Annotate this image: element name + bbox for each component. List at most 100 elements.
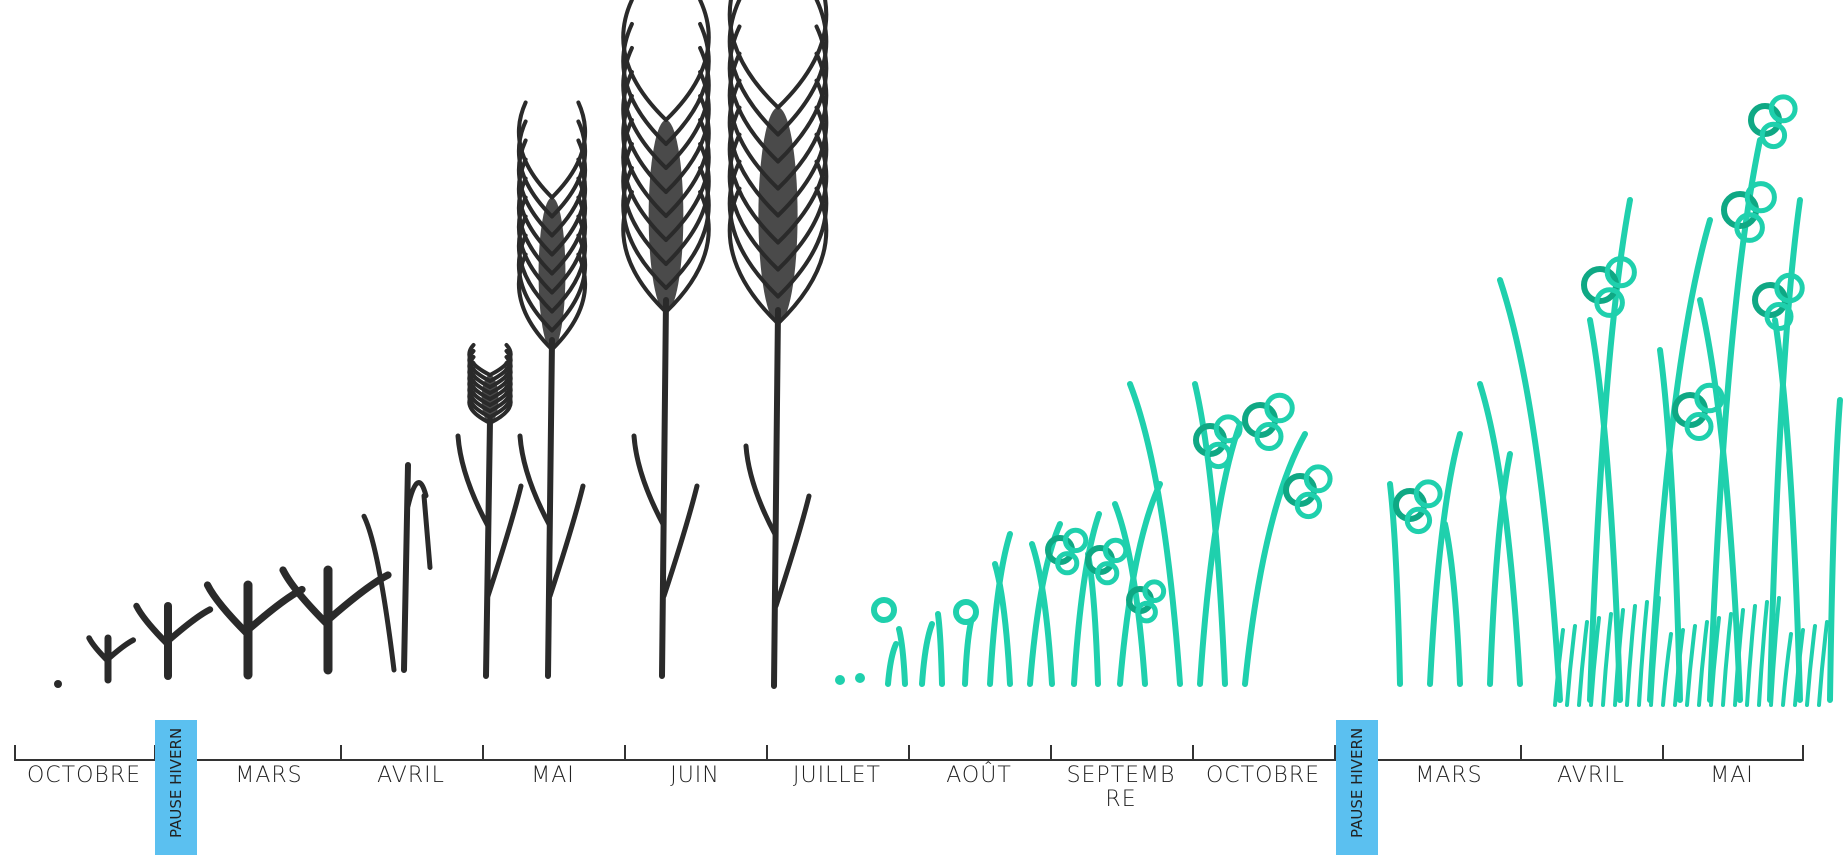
wheat-ear — [727, 0, 829, 326]
wheat-leaf — [455, 433, 491, 529]
wheat-plants — [54, 0, 829, 689]
grass-blade — [1697, 297, 1743, 703]
wheat-awn — [550, 252, 588, 352]
grass-blade — [919, 621, 935, 687]
wheat-seedling — [279, 565, 392, 675]
tick — [1334, 745, 1336, 761]
wheat-awn — [488, 391, 513, 425]
tick — [482, 745, 484, 761]
sprout-leaf — [953, 599, 979, 625]
wheat-leaf — [203, 581, 252, 639]
tick — [1662, 745, 1664, 761]
flower-petal — [1734, 212, 1765, 243]
flower-petal — [1254, 422, 1284, 451]
wheat-plant — [743, 307, 812, 689]
wheat-grain-head — [758, 107, 798, 324]
grass-blade — [1192, 381, 1228, 687]
clover-flower — [1085, 537, 1129, 586]
wheat-leaf — [164, 606, 214, 645]
flower-petal — [1303, 464, 1333, 494]
grass-blade — [1442, 521, 1463, 687]
clover-flower — [1393, 479, 1443, 535]
flower-petal — [1774, 272, 1805, 304]
wheat-plant — [517, 337, 586, 679]
grass-blade — [1029, 541, 1055, 687]
grass-blade — [1709, 616, 1721, 707]
grass-blade — [1242, 431, 1308, 687]
flower-petal — [1413, 479, 1443, 509]
grass-blade — [1427, 431, 1463, 687]
tick — [766, 745, 768, 761]
month-label: OCTOBRE — [1205, 763, 1321, 788]
month-label: OCTOBRE — [26, 763, 142, 788]
wheat-awn — [516, 252, 554, 352]
grass-blade — [1697, 620, 1709, 707]
flower-petal — [1264, 392, 1295, 424]
wheat-leaf — [133, 602, 172, 648]
flower-petal — [1102, 537, 1129, 564]
tick — [14, 745, 16, 761]
grass-blade — [1587, 197, 1633, 703]
month-label: MARS — [1415, 763, 1483, 788]
grass-blade — [1685, 624, 1697, 707]
wheat-ear — [621, 0, 711, 314]
grass-blade — [1673, 628, 1685, 707]
grass-blade — [1577, 620, 1589, 707]
wheat-ear — [467, 343, 513, 425]
clover-flower — [1045, 527, 1089, 576]
wheat-tuft — [361, 462, 433, 673]
grass-blade — [1601, 612, 1613, 707]
month-label: AVRIL — [377, 763, 445, 788]
flower-petal — [1694, 382, 1725, 414]
grass-blade — [1071, 511, 1102, 687]
clover-flower — [1721, 181, 1777, 243]
sprout-dot — [835, 675, 845, 685]
wheat-leaf — [421, 493, 433, 570]
wheat-awn — [467, 391, 492, 425]
wheat-stem — [771, 307, 781, 689]
cover-crop-plants — [835, 94, 1843, 707]
grass-blade — [1657, 347, 1683, 703]
grass-blade — [1649, 596, 1661, 707]
grass-blade — [1589, 616, 1601, 707]
flower-petal — [1404, 506, 1433, 535]
grass-blade — [1721, 612, 1733, 707]
wheat-grain-head — [481, 375, 499, 423]
tick — [624, 745, 626, 761]
grass-blade — [987, 531, 1013, 687]
wheat-leaf — [105, 637, 136, 662]
sprout-leaf — [871, 597, 897, 623]
tick — [1050, 745, 1052, 761]
flower-petal — [1095, 561, 1120, 586]
tick — [1802, 745, 1804, 761]
clover-flower — [1752, 272, 1805, 331]
wheat-grain-head — [648, 120, 684, 312]
month-label: JUILLET — [793, 763, 881, 788]
flower-petal — [1768, 94, 1798, 124]
grass-blade — [1127, 381, 1183, 687]
grass-blade — [992, 561, 1013, 687]
grass-blade — [1661, 632, 1673, 707]
grass-blade — [1117, 481, 1163, 687]
wheat-leaf — [773, 493, 812, 609]
grass-blade — [1757, 600, 1769, 707]
wheat-grain-head — [538, 197, 566, 350]
grass-blade — [1625, 604, 1637, 707]
wheat-seedling — [86, 634, 136, 684]
sprout-dot — [855, 673, 865, 683]
grass-blade — [1477, 381, 1523, 687]
wheat-plant — [455, 417, 524, 679]
grass-blade — [1587, 317, 1623, 703]
grass-blade — [1613, 608, 1625, 707]
grass-blade — [885, 641, 899, 687]
grass-blade — [1565, 624, 1577, 707]
flower-petal — [1213, 414, 1243, 444]
flower-petal — [1759, 121, 1788, 150]
grass-blade — [1487, 451, 1513, 687]
winter-pause-label: PAUSE HIVERN — [167, 727, 185, 838]
grass-blade — [935, 611, 945, 687]
flower-petal — [1594, 287, 1625, 318]
grass-blade — [1772, 317, 1803, 703]
wheat-awn — [776, 186, 829, 326]
flower-petal — [1135, 600, 1158, 624]
